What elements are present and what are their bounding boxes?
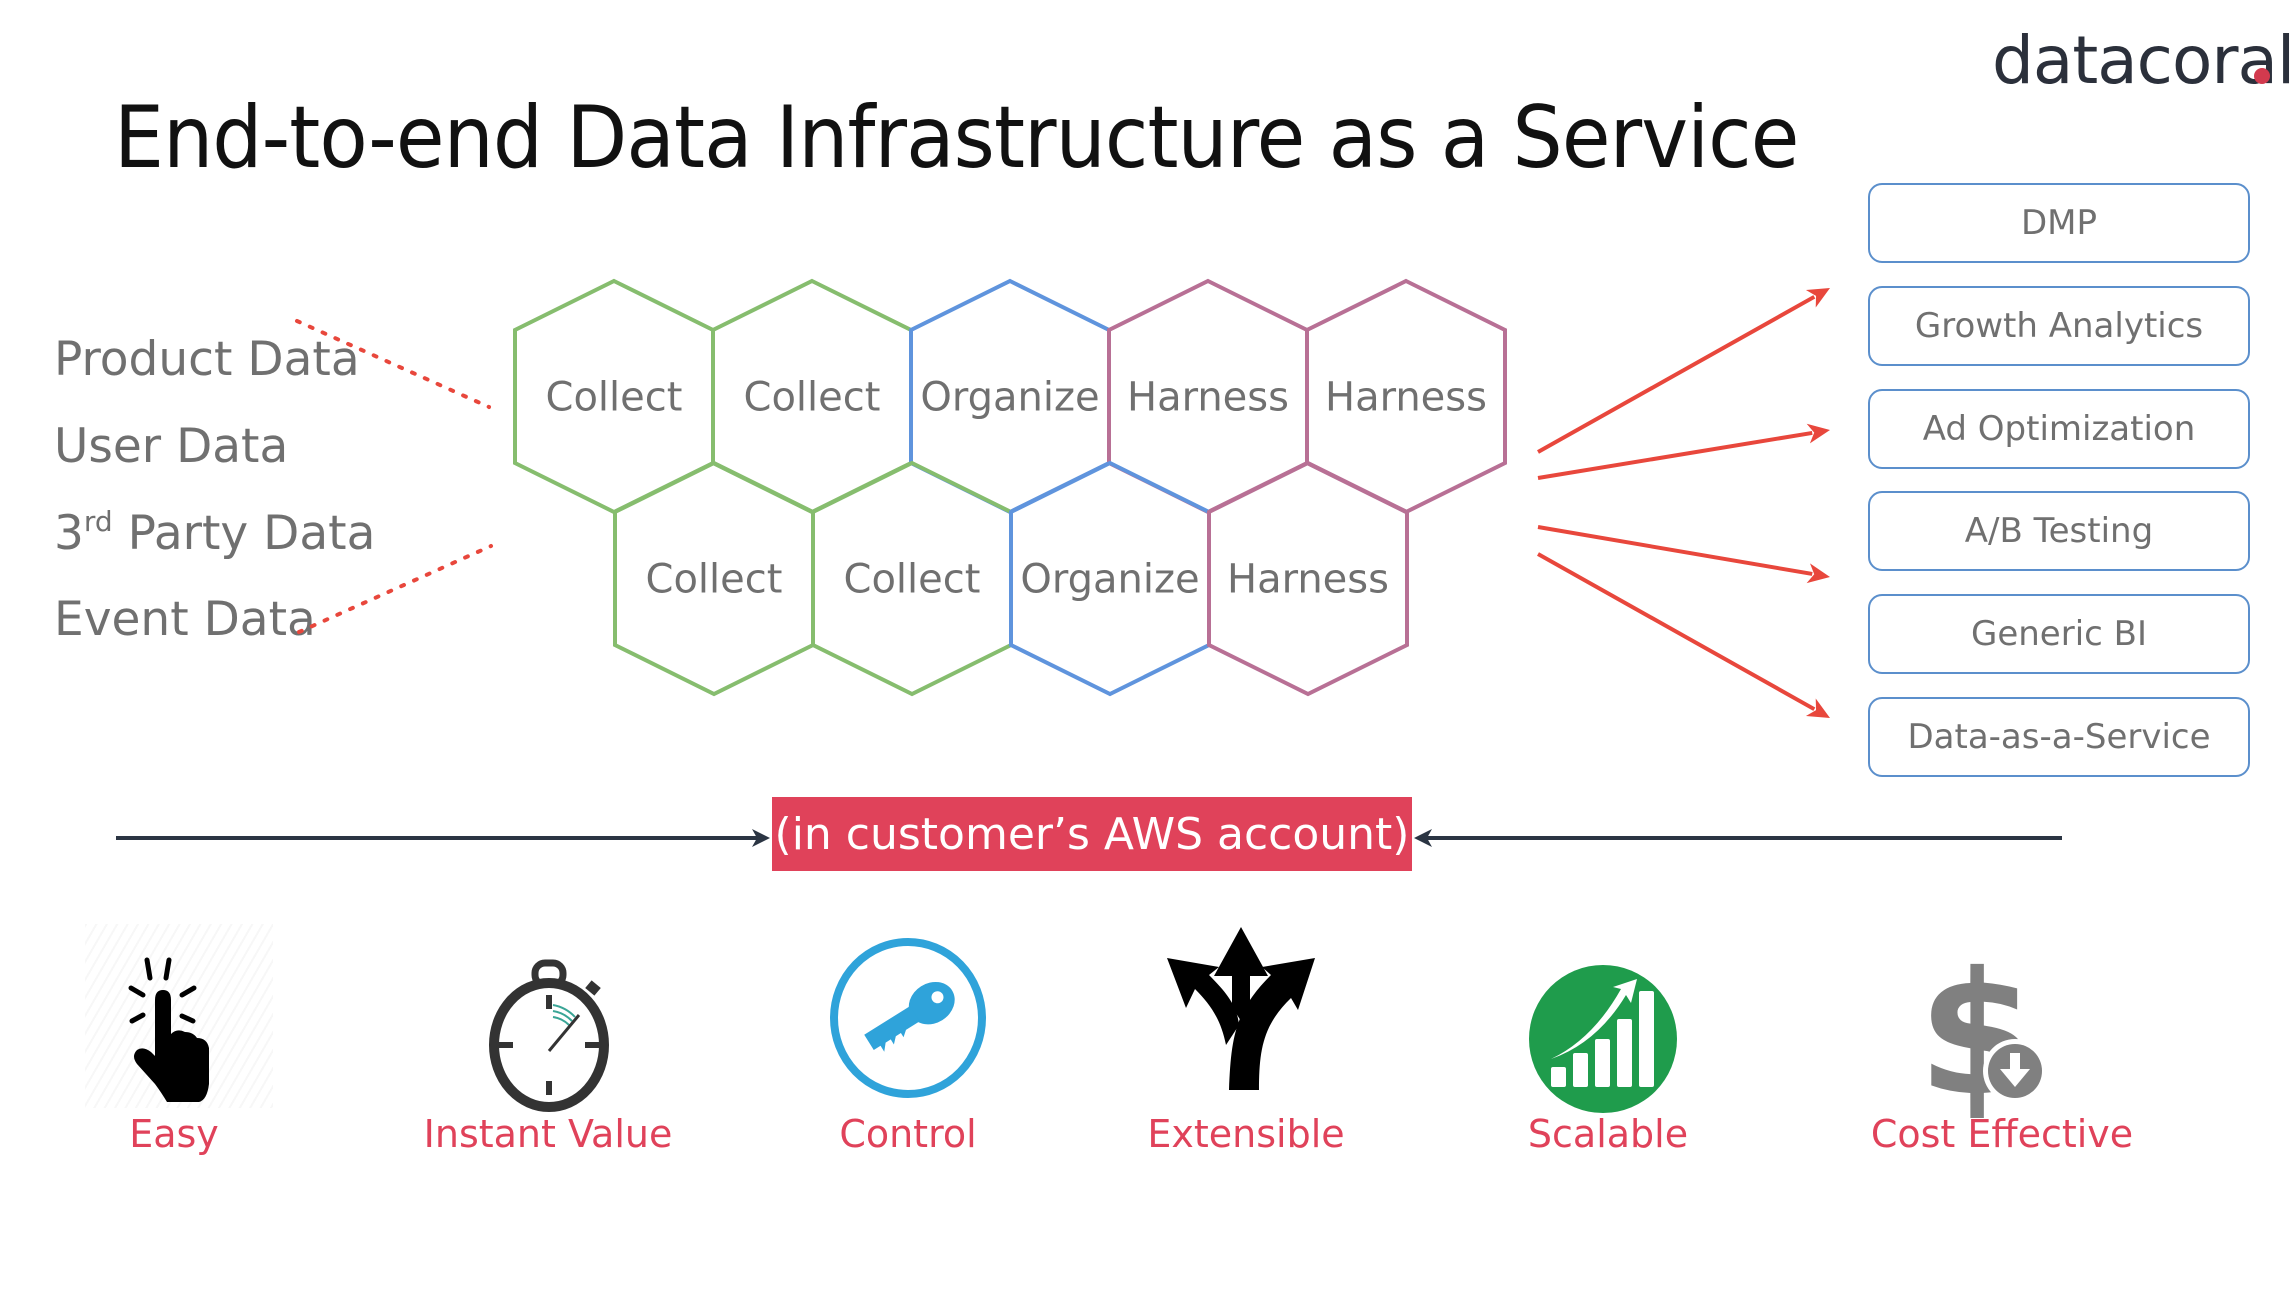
stage-hex-collect: Collect	[613, 460, 815, 697]
source-connector-top	[295, 319, 491, 409]
tap-finger-glyph	[128, 957, 209, 1102]
hex-label: Collect	[646, 557, 783, 603]
stage-hex-organize: Organize	[1009, 460, 1211, 697]
stage-hex-harness: Harness	[1207, 460, 1409, 697]
growth-chart-icon	[1529, 965, 1677, 1113]
source-connector-bottom	[297, 544, 493, 634]
deployment-arrowhead-right	[1414, 829, 1432, 847]
source-event-data: Event Data	[54, 592, 316, 647]
output-ad-optimization: Ad Optimization	[1868, 389, 2250, 469]
stopwatch-icon	[489, 959, 609, 1112]
dollar-down-icon: $	[1918, 936, 2047, 1134]
tap-finger-icon	[85, 924, 273, 1108]
benefit-easy: Easy	[129, 1112, 219, 1156]
deployment-arrowhead-left	[752, 829, 770, 847]
stage-hex-collect: Collect	[811, 460, 1013, 697]
output-arrow	[1537, 552, 1830, 718]
third-party-ordinal: rd	[83, 505, 113, 538]
third-party-number: 3	[54, 506, 84, 561]
benefit-instant-value: Instant Value	[423, 1112, 673, 1156]
output-arrow	[1537, 525, 1830, 584]
aws-account-badge: (in customer’s AWS account)	[772, 797, 1412, 871]
hex-label: Organize	[920, 375, 1099, 421]
output-generic-bi: Generic BI	[1868, 594, 2250, 674]
datacoral-logo: datacoral	[1992, 22, 2295, 99]
hex-outline	[1207, 460, 1409, 697]
output-arrow	[1537, 288, 1830, 454]
benefit-scalable: Scalable	[1527, 1112, 1689, 1156]
output-data-as-a-service: Data-as-a-Service	[1868, 697, 2250, 777]
source-third-party-data: 3rd Party Data	[54, 506, 375, 561]
branching-arrows-icon	[1167, 927, 1315, 1090]
output-arrows	[1537, 288, 1830, 718]
svg-text:$: $	[1918, 936, 2036, 1134]
benefit-cost-effective: Cost Effective	[1870, 1112, 2134, 1156]
output-arrow	[1537, 423, 1830, 480]
key-icon	[830, 938, 986, 1098]
benefit-extensible: Extensible	[1147, 1112, 1345, 1156]
output-growth-analytics: Growth Analytics	[1868, 286, 2250, 366]
benefit-control: Control	[839, 1112, 977, 1156]
source-user-data: User Data	[54, 419, 289, 474]
output-dmp: DMP	[1868, 183, 2250, 263]
stage-hex-organize: Organize	[909, 278, 1111, 515]
hex-label: Organize	[1020, 557, 1199, 603]
hex-label: Harness	[1227, 557, 1389, 603]
hex-label: Collect	[844, 557, 981, 603]
hex-label: Harness	[1127, 375, 1289, 421]
hex-label: Collect	[744, 375, 881, 421]
page-title: End-to-end Data Infrastructure as a Serv…	[114, 88, 1799, 188]
output-ab-testing: A/B Testing	[1868, 491, 2250, 571]
logo-dot	[2254, 68, 2270, 84]
hex-label: Harness	[1325, 375, 1487, 421]
source-product-data: Product Data	[54, 332, 360, 387]
third-party-label: Party Data	[112, 506, 376, 561]
hex-label: Collect	[546, 375, 683, 421]
